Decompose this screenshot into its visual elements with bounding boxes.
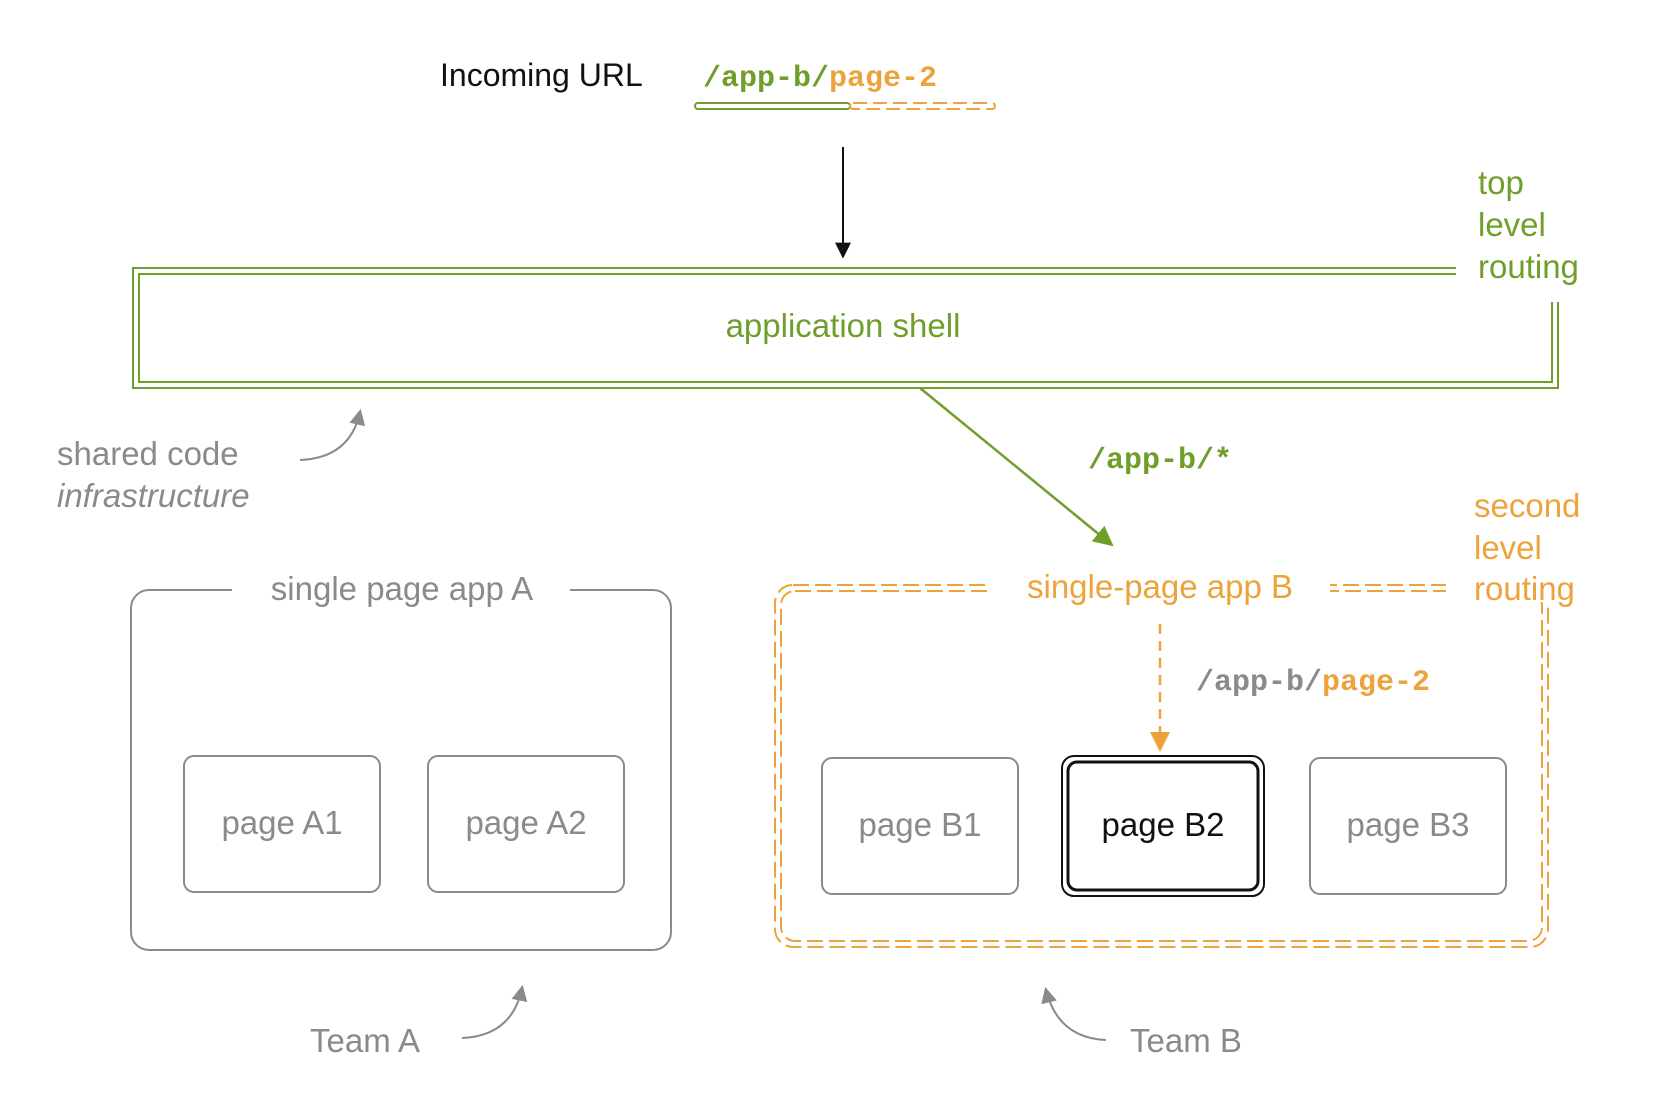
application-shell-label: application shell [726,307,961,344]
app-b-side-gap [1446,560,1596,602]
app-a-title: single page app A [271,570,533,607]
application-shell-box [132,267,1559,389]
incoming-url-suffix: page-2 [829,62,937,96]
shared-code-arrow [299,408,366,461]
incoming-url-label: Incoming URL [440,57,643,93]
shell-label-gap [1456,262,1576,302]
page-a1-box [183,755,381,893]
app-b-route-label: /app-b/page-2 [1196,666,1430,700]
page-a2-label: page A2 [465,804,586,841]
incoming-url-prefix: /app-b/ [703,62,829,96]
second-level-routing-line3: routing [1474,570,1575,607]
team-b-label: Team B [1130,1022,1242,1059]
page-b1-label: page B1 [859,806,982,843]
shared-code-line1: shared code [57,435,239,472]
app-b-route-prefix: /app-b/ [1196,666,1322,700]
page-a1[interactable]: page A1 [183,755,381,893]
route-b-arrow [919,387,1114,547]
app-a-title-gap [232,578,570,602]
shared-code-line2: infrastructure [57,477,250,514]
app-b-title: single-page app B [1027,568,1293,605]
application-shell-inner-box [138,273,1553,383]
route-b-label: /app-b/* [1088,444,1232,478]
page-b1[interactable]: page B1 [821,757,1019,895]
url-suffix-underline [849,102,996,110]
team-a-label: Team A [310,1022,420,1059]
app-b-box [774,584,1549,948]
app-b-route-suffix: page-2 [1322,666,1430,700]
page-b3[interactable]: page B3 [1309,757,1507,895]
app-b-title-gap [990,568,1330,608]
top-level-routing-line2: level [1478,206,1546,243]
page-a1-label: page A1 [221,804,342,841]
page-b1-box [821,757,1019,895]
page-a2[interactable]: page A2 [427,755,625,893]
second-level-routing-line1: second [1474,487,1580,524]
page-b2[interactable]: page B2 [1061,755,1265,897]
second-level-routing-line2: level [1474,529,1542,566]
team-b-arrow [1041,986,1107,1041]
url-prefix-underline [694,102,851,110]
page-a2-box [427,755,625,893]
page-b3-box [1309,757,1507,895]
team-a-arrow [461,984,528,1039]
top-level-routing-line3: routing [1478,248,1579,285]
page-b3-label: page B3 [1347,806,1470,843]
page-b2-inner-box [1066,760,1260,892]
incoming-url-value: /app-b/page-2 [703,62,937,96]
page-b2-label: page B2 [1102,806,1225,843]
top-level-routing-line1: top [1478,164,1524,201]
